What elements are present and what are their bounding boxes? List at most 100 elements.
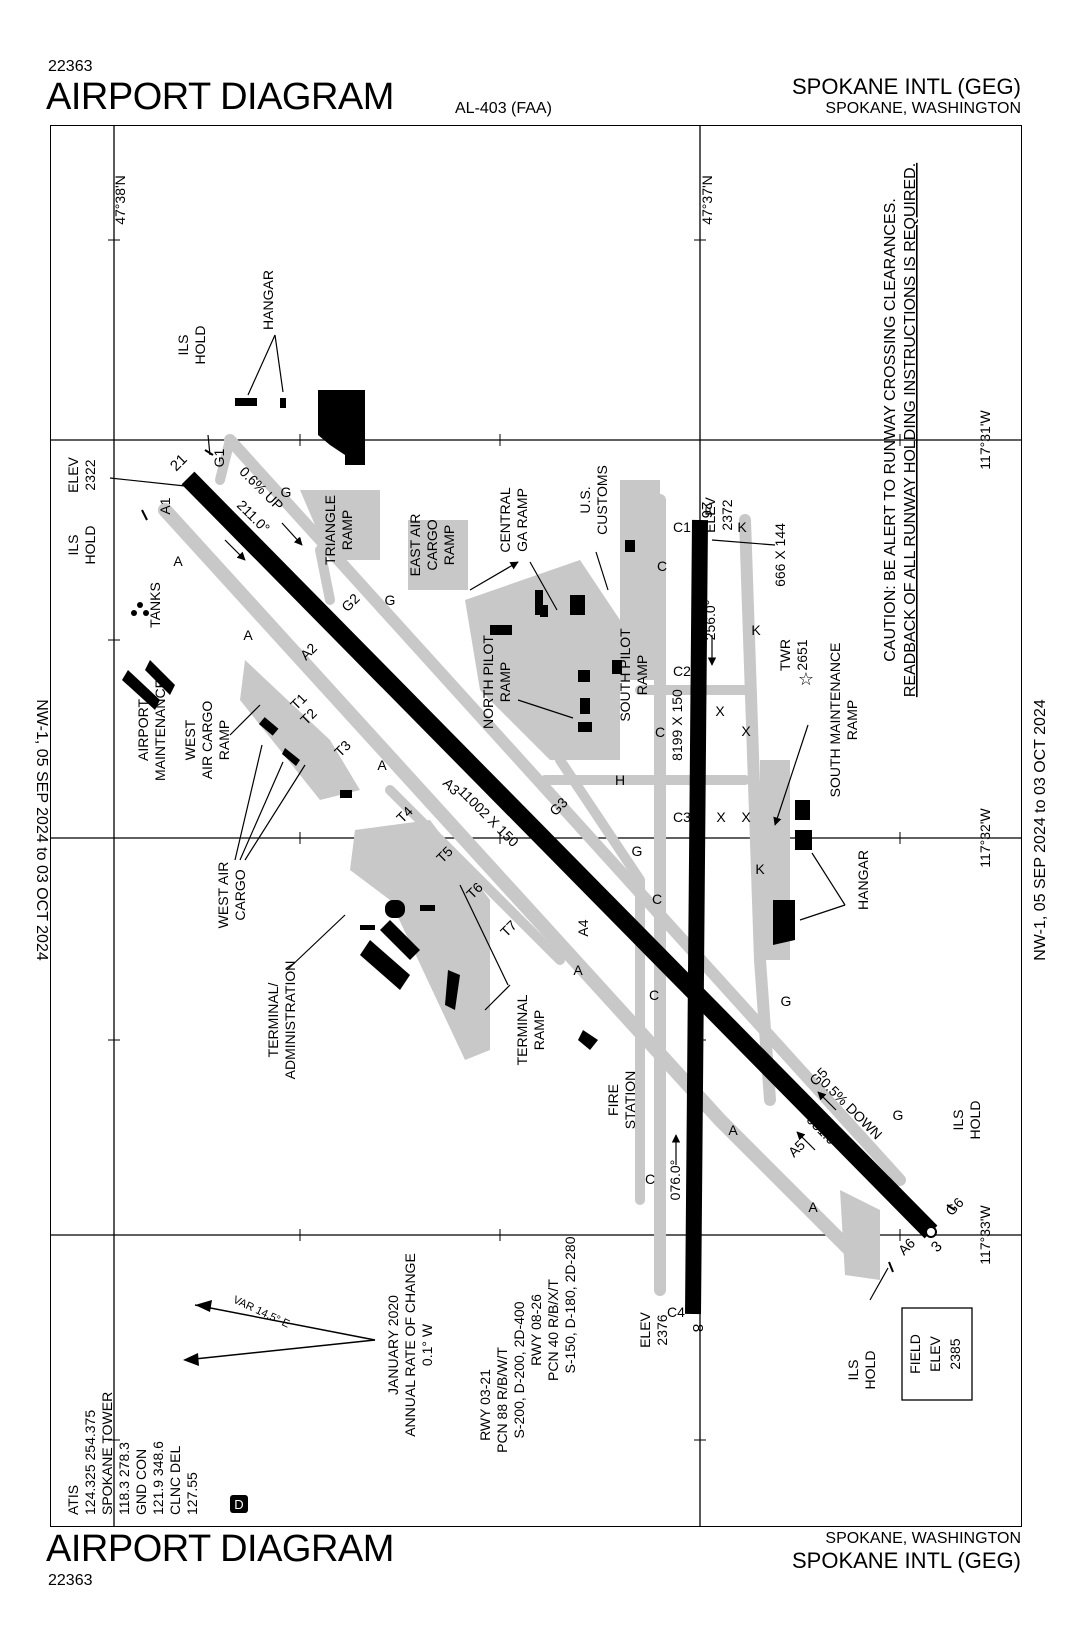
rwy-info-2: PCN 88 R/B/W/T <box>494 1347 510 1453</box>
central-1: CENTRAL <box>497 487 513 553</box>
rwy-26: 26 <box>698 502 715 519</box>
south-pilot-1: SOUTH PILOT <box>617 628 633 722</box>
airport-maint-1: AIRPORT <box>135 699 151 761</box>
tw-C-4: C <box>649 987 659 1003</box>
triangle-1: TRIANGLE <box>322 495 338 565</box>
tw-C4: C4 <box>667 1304 685 1320</box>
tw-G1: G1 <box>211 448 227 467</box>
tw-C-5: C <box>645 1171 655 1187</box>
rwy-21: 21 <box>167 451 191 475</box>
freq-1: ATIS <box>65 1485 81 1515</box>
freq-7: CLNC DEL <box>167 1446 183 1515</box>
wac-ramp-1: WEST <box>182 719 198 760</box>
ils-hold-bottom-1: ILS <box>845 1359 861 1380</box>
freq-6: 121.9 348.6 <box>150 1441 166 1515</box>
rwy-8: 8 <box>689 1324 706 1332</box>
hdg-256: 256.0° <box>702 600 718 641</box>
left-cycle: NW-1, 05 SEP 2024 to 03 OCT 2024 <box>33 699 50 961</box>
runway-08-26 <box>685 519 708 1315</box>
ils-hold-left-2: HOLD <box>82 526 98 565</box>
wac-2: CARGO <box>232 869 248 920</box>
jan-1: JANUARY 2020 <box>385 1295 401 1395</box>
lon-31-label: 117°31'W <box>977 410 993 470</box>
elev26-value: 2372 <box>719 499 735 530</box>
tw-K-2: K <box>751 622 761 638</box>
variation-arrows <box>183 1300 376 1366</box>
rwy-info-3: S-200, D-200, 2D-400 <box>511 1301 527 1438</box>
tw-G-5: G <box>893 1107 904 1123</box>
frequency-block: ATIS 124.325 254.375 SPOKANE TOWER 118.3… <box>65 1392 200 1515</box>
lat-37-label: 47°37'N <box>699 175 715 225</box>
tw-G2: G2 <box>338 590 363 615</box>
hdg-076: 076.0° <box>667 1160 683 1201</box>
tw-G-2: G <box>385 592 396 608</box>
tanks-label: TANKS <box>147 582 163 628</box>
heading-arrows <box>224 522 837 1165</box>
tower-icon: ☆ <box>798 669 814 689</box>
tw-A-6: A <box>808 1199 818 1215</box>
north-pilot-2: RAMP <box>497 662 513 702</box>
east-air-3: RAMP <box>441 525 457 565</box>
runway-03-21 <box>181 471 938 1239</box>
central-2: GA RAMP <box>514 488 530 552</box>
ils-hold-right-2: HOLD <box>967 1101 983 1140</box>
field-elev-box <box>901 1307 973 1401</box>
chart-title-bottom: AIRPORT DIAGRAM <box>46 1528 394 1570</box>
south-maint-2: RAMP <box>844 700 860 740</box>
ramps <box>240 480 880 1280</box>
caution-line2: READBACK OF ALL RUNWAY HOLDING INSTRUCTI… <box>902 163 919 697</box>
jan-3: 0.1° W <box>419 1323 435 1366</box>
freq-5: GND CON <box>133 1449 149 1515</box>
ils-hold-top-2: HOLD <box>192 326 208 365</box>
ils-hold-top-1: ILS <box>175 334 191 355</box>
tw-C3: C3 <box>673 809 691 825</box>
tw-A6: A6 <box>895 1235 919 1259</box>
leader-lines <box>109 334 889 1301</box>
caution-line1: CAUTION: BE ALERT TO RUNWAY CROSSING CLE… <box>882 198 899 662</box>
rwy-info-6: S-150, D-180, 2D-280 <box>562 1236 578 1373</box>
terminal-ramp-2: RAMP <box>531 1010 547 1050</box>
graticule-ticks <box>108 239 901 1441</box>
triangle-2: RAMP <box>339 510 355 550</box>
elev21-label: ELEV <box>65 456 81 492</box>
tw-A-3: A <box>377 757 387 773</box>
tw-H: H <box>615 772 625 788</box>
airport-maint-2: MAINTENANCE <box>152 679 168 781</box>
tanks-symbol <box>131 602 149 616</box>
twr-2: 2651 <box>794 639 810 670</box>
tw-X-1: X <box>715 703 725 719</box>
tw-A-5: A <box>728 1122 738 1138</box>
ils-hold-left-1: ILS <box>65 534 81 555</box>
lon-32-label: 117°32'W <box>977 808 993 868</box>
terminal-2: ADMINISTRATION <box>282 961 298 1080</box>
wac-ramp-2: AIR CARGO <box>199 701 215 780</box>
tw-C-2: C <box>655 724 665 740</box>
tw-A1: A1 <box>157 497 173 514</box>
city-bottom: SPOKANE, WASHINGTON <box>825 1530 1021 1547</box>
freq-8: 127.55 <box>184 1472 200 1515</box>
airport-name-top: SPOKANE INTL (GEG) <box>791 74 1021 99</box>
apron-dims: 666 X 144 <box>772 523 788 587</box>
wac-1: WEST AIR <box>215 862 231 929</box>
right-cycle: NW-1, 05 SEP 2024 to 03 OCT 2024 <box>1032 699 1049 961</box>
chart-title-top: AIRPORT DIAGRAM <box>46 76 394 118</box>
terminal-ramp-1: TERMINAL <box>514 994 530 1065</box>
chart-ident: AL-403 (FAA) <box>455 100 552 117</box>
tw-C2: C2 <box>673 663 691 679</box>
field-elev-3: 2385 <box>947 1338 963 1369</box>
rotated-labels: 47°38'N 47°37'N 117°31'W 117°32'W 117°33… <box>33 163 1049 1453</box>
tw-C1: C1 <box>673 519 691 535</box>
terminal-1: TERMINAL/ <box>265 983 281 1058</box>
hold-bars <box>141 449 956 1273</box>
tw-G-3: G <box>632 843 643 859</box>
tw-X-2: X <box>741 723 751 739</box>
d-badge: D <box>234 1497 243 1512</box>
taxiway-labels: G1 A1 G2 A2 T1 T2 T3 A3 T4 T5 T6 T7 G3 A… <box>157 448 967 1320</box>
east-air-1: EAST AIR <box>407 514 423 577</box>
north-pilot-1: NORTH PILOT <box>480 635 496 729</box>
buildings <box>122 390 812 1050</box>
rwy-cross-dims: 8199 X 150 <box>669 689 685 761</box>
south-maint-1: SOUTH MAINTENANCE <box>827 643 843 798</box>
fire-2: STATION <box>622 1071 638 1130</box>
tw-G6: G6 <box>942 1194 967 1219</box>
